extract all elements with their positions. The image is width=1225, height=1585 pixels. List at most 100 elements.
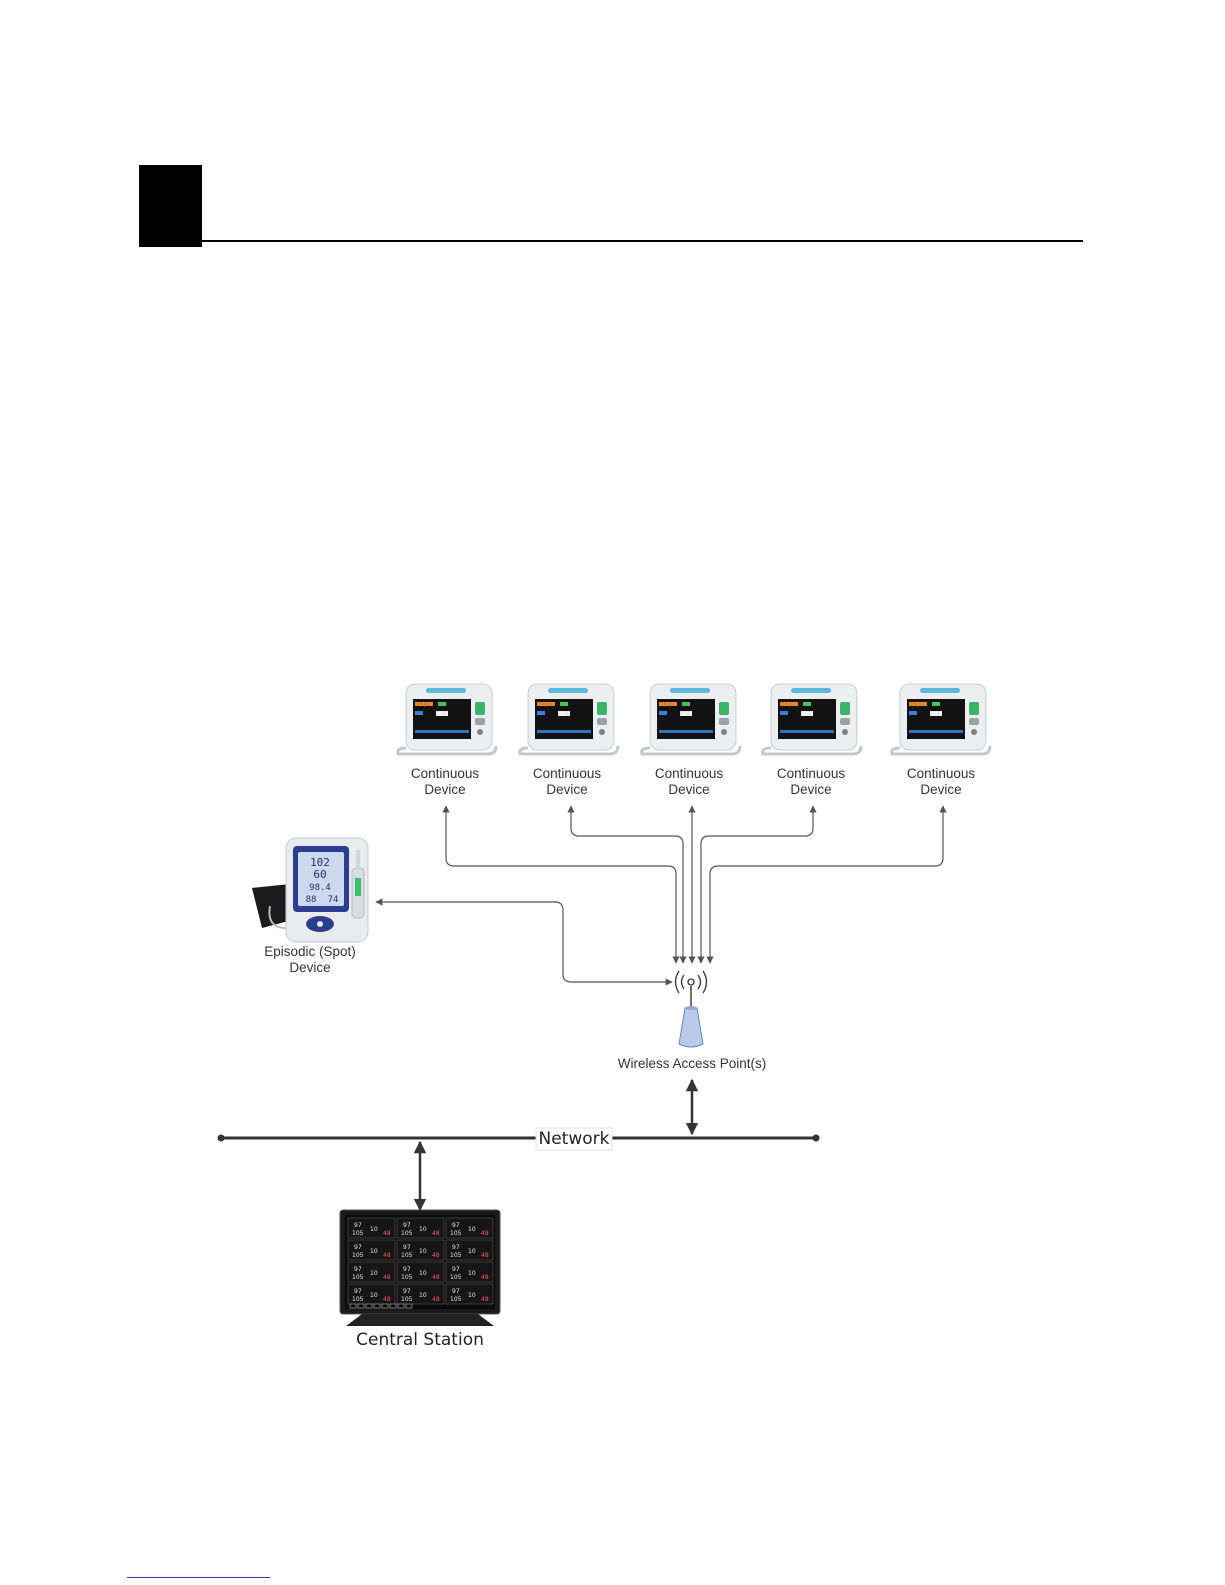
episodic-screen-pulse: 74 xyxy=(328,895,339,905)
tile-value: 105 xyxy=(352,1296,364,1303)
continuous-screen-hr: 74 xyxy=(439,702,445,708)
tile-value: 97 xyxy=(403,1244,411,1251)
tile-value: 48 xyxy=(432,1296,440,1303)
continuous-monitor-icon xyxy=(763,684,861,754)
tile-value: 97 xyxy=(452,1288,460,1295)
central-station-label: Central Station xyxy=(356,1330,484,1350)
connector-device-4 xyxy=(701,806,813,963)
tile-value: 105 xyxy=(401,1230,413,1237)
tile-value: 97 xyxy=(403,1288,411,1295)
tile-value: 48 xyxy=(481,1296,489,1303)
episodic-device: 102 60 98.4 88 74 Episodic (Spot) Device xyxy=(252,838,368,975)
continuous-device-2: Continuous Device xyxy=(520,684,618,797)
continuous-device-label-line1: Continuous xyxy=(655,766,724,781)
central-station-tile: 97 10 105 48 xyxy=(446,1284,493,1304)
tile-value: 10 xyxy=(370,1226,378,1233)
access-point-antenna-icon xyxy=(679,986,703,1047)
tile-value: 48 xyxy=(432,1252,440,1259)
central-station-tile: 971010548 xyxy=(397,1218,444,1238)
tile-value: 48 xyxy=(383,1296,391,1303)
continuous-screen-hr: 74 xyxy=(683,702,689,708)
connector-episodic xyxy=(376,902,672,982)
episodic-monitor-icon: 102 60 98.4 88 74 xyxy=(252,838,368,942)
continuous-screen-temp: 36.3 xyxy=(681,712,692,718)
continuous-device-label-line1: Continuous xyxy=(533,766,602,781)
tile-value: 10 xyxy=(468,1270,476,1277)
episodic-device-label-line1: Episodic (Spot) xyxy=(264,944,356,959)
continuous-screen-hr: 74 xyxy=(933,702,939,708)
central-station-tile: 97 10 105 48 xyxy=(397,1262,444,1282)
tile-value: 105 xyxy=(450,1296,462,1303)
tile-value: 97 xyxy=(452,1266,460,1273)
continuous-screen-bp: 117/79 xyxy=(780,702,798,708)
tile-value: 48 xyxy=(383,1230,391,1237)
connector-device-5 xyxy=(710,806,943,963)
network-label: Network xyxy=(539,1129,610,1149)
continuous-monitor-icon xyxy=(398,684,496,754)
tile-value: 48 xyxy=(481,1274,489,1281)
connector-device-1 xyxy=(446,806,676,963)
continuous-device-label-line2: Device xyxy=(790,782,831,797)
tile-value: 105 xyxy=(352,1274,364,1281)
continuous-device-label-line1: Continuous xyxy=(907,766,976,781)
continuous-screen-temp: 36.3 xyxy=(559,712,570,718)
tile-value: 48 xyxy=(481,1230,489,1237)
tile-value: 105 xyxy=(450,1252,462,1259)
tile-value: 97 xyxy=(452,1222,460,1229)
tile-value: 10 xyxy=(468,1226,476,1233)
central-station-tile: 97 10 105 48 xyxy=(348,1218,395,1238)
tile-value: 48 xyxy=(383,1274,391,1281)
continuous-screen-bp: 117/79 xyxy=(659,702,677,708)
continuous-device-label-line2: Device xyxy=(546,782,587,797)
tile-value: 105 xyxy=(352,1230,364,1237)
continuous-monitor-icon xyxy=(642,684,740,754)
tile-value: 97 xyxy=(403,1222,411,1229)
continuous-screen-hr: 74 xyxy=(561,702,567,708)
continuous-device-label-line1: Continuous xyxy=(411,766,480,781)
access-point-label: Wireless Access Point(s) xyxy=(618,1056,767,1071)
tile-value: 48 xyxy=(432,1274,440,1281)
continuous-screen-temp: 36.3 xyxy=(931,712,942,718)
tile-value: 105 xyxy=(401,1296,413,1303)
tile-value: 97 xyxy=(354,1222,362,1229)
tile-value: 97 xyxy=(452,1244,460,1251)
continuous-device-label-line1: Continuous xyxy=(777,766,846,781)
continuous-device-3: Continuous Device xyxy=(642,684,740,797)
tile-value: 105 xyxy=(401,1252,413,1259)
continuous-screen-bp: 117/79 xyxy=(537,702,555,708)
continuous-monitor-icon xyxy=(520,684,618,754)
tile-value: 105 xyxy=(401,1274,413,1281)
continuous-device-label-line2: Device xyxy=(424,782,465,797)
tile-value: 105 xyxy=(352,1252,364,1259)
connector-device-2 xyxy=(571,806,683,963)
central-station-tile: 971010548 xyxy=(446,1240,493,1260)
continuous-device-1: Continuous Device xyxy=(398,684,496,797)
continuous-device-label-line2: Device xyxy=(668,782,709,797)
tile-value: 97 xyxy=(403,1266,411,1273)
central-station-tile: 97 10 105 48 xyxy=(397,1240,444,1260)
tile-value: 10 xyxy=(419,1226,427,1233)
connector-lines xyxy=(376,806,943,982)
tile-value: 10 xyxy=(468,1248,476,1255)
tile-value: 10 xyxy=(468,1292,476,1299)
continuous-monitor-icon xyxy=(892,684,990,754)
tile-value: 48 xyxy=(383,1252,391,1259)
wireless-access-point: Wireless Access Point(s) xyxy=(618,971,767,1071)
tile-value: 10 xyxy=(419,1248,427,1255)
continuous-screen-temp: 36.3 xyxy=(437,712,448,718)
footnote-link-underline xyxy=(127,1577,270,1578)
network-bus: Network xyxy=(218,1128,820,1150)
continuous-device-4: Continuous Device xyxy=(763,684,861,797)
tile-value: 10 xyxy=(419,1270,427,1277)
episodic-screen-map: 88 xyxy=(306,895,317,905)
tile-value: 97 xyxy=(354,1266,362,1273)
continuous-screen-hr: 74 xyxy=(804,702,810,708)
tile-value: 97 xyxy=(354,1244,362,1251)
